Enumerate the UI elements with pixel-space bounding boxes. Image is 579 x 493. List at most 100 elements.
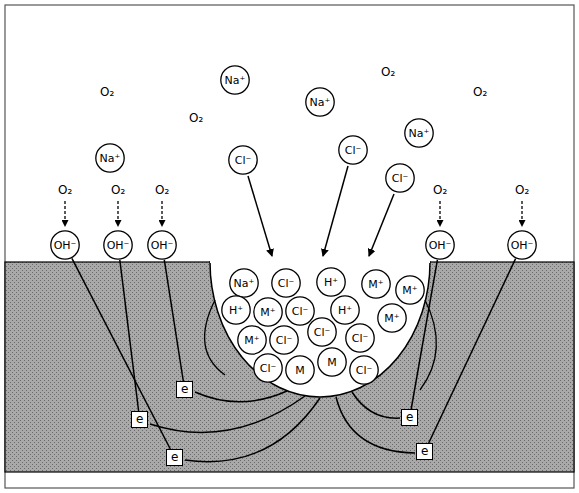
ion-symbol: Na⁺	[310, 97, 331, 108]
ion-outline	[286, 297, 314, 325]
migration-arrow	[248, 176, 272, 256]
oxygen-label: O₂	[515, 184, 529, 196]
ion-circle: H⁺	[316, 267, 346, 297]
ion-circle: M⁺	[377, 303, 407, 333]
migration-arrow	[323, 166, 348, 256]
pit-mouth	[210, 261, 430, 263]
oxygen-label: O₂	[100, 86, 114, 98]
ion-symbol: Na⁺	[225, 75, 246, 86]
ion-circle: Na⁺	[220, 65, 250, 95]
ion-outline	[331, 296, 359, 324]
ion-symbol: Cl⁻	[278, 278, 295, 289]
ion-outline	[508, 231, 536, 259]
ion-outline	[405, 119, 433, 147]
ion-symbol: M⁺	[368, 279, 383, 290]
ion-outline	[104, 231, 132, 259]
ion-symbol: Cl⁻	[260, 363, 277, 374]
ion-symbol: Cl⁻	[235, 155, 252, 166]
ion-circle: H⁺	[330, 295, 360, 325]
electron-symbol: e	[421, 444, 428, 458]
oxygen-arrow	[439, 201, 440, 226]
electron-box: e	[176, 381, 193, 398]
ion-circle: M	[317, 347, 347, 377]
ion-outline	[308, 318, 336, 346]
ion-outline	[254, 354, 282, 382]
ion-circle: Na⁺	[305, 87, 335, 117]
oxygen-label: O₂	[111, 184, 125, 196]
ion-symbol: M⁺	[384, 313, 399, 324]
ion-symbol: Cl⁻	[392, 173, 409, 184]
ion-circle: Na⁺	[404, 118, 434, 148]
electron-symbol: e	[136, 412, 143, 426]
oxygen-label: O₂	[155, 184, 169, 196]
electron-box: e	[166, 449, 183, 466]
ion-circle: H⁺	[221, 295, 251, 325]
ion-outline	[229, 146, 257, 174]
ion-outline	[51, 231, 79, 259]
ion-circle: M	[285, 355, 315, 385]
electron-path	[164, 260, 183, 381]
ion-outline	[254, 298, 282, 326]
electron-symbol: e	[181, 382, 188, 396]
ion-outline	[221, 66, 249, 94]
electron-path	[429, 259, 516, 443]
ion-symbol: M⁺	[244, 335, 259, 346]
ion-symbol: Cl⁻	[276, 335, 293, 346]
ion-symbol: M	[327, 357, 337, 368]
ion-outline	[426, 231, 454, 259]
ion-circle: Cl⁻	[269, 325, 299, 355]
ion-symbol: Na⁺	[234, 278, 255, 289]
ion-symbol: Cl⁻	[352, 333, 369, 344]
ion-outline	[386, 164, 414, 192]
ion-outline	[230, 269, 258, 297]
oxygen-label: O₂	[189, 112, 203, 124]
electron-path	[352, 392, 400, 418]
ion-outline	[362, 270, 390, 298]
electron-path	[195, 391, 287, 402]
ion-symbol: Cl⁻	[345, 145, 362, 156]
ion-outline	[378, 304, 406, 332]
ion-circle: Cl⁻	[349, 355, 379, 385]
electron-path	[120, 260, 139, 411]
figure-frame	[5, 5, 574, 488]
ion-outline	[350, 356, 378, 384]
ion-symbol: OH⁻	[429, 240, 452, 251]
electron-path	[72, 258, 170, 449]
ion-circle: Cl⁻	[307, 317, 337, 347]
ion-circle: M⁺	[395, 275, 425, 305]
ion-symbol: H⁺	[324, 277, 338, 288]
ion-symbol: M⁺	[402, 285, 417, 296]
oxygen-label: O₂	[381, 66, 395, 78]
electron-symbol: e	[406, 410, 413, 424]
ion-circle: M⁺	[253, 297, 283, 327]
ion-outline	[222, 296, 250, 324]
ion-circle: Cl⁻	[285, 296, 315, 326]
oxygen-arrow	[117, 201, 118, 226]
electron-path	[185, 398, 320, 462]
ion-symbol: OH⁻	[107, 240, 130, 251]
ion-outline	[270, 326, 298, 354]
migration-arrow	[369, 194, 394, 256]
ion-symbol: OH⁻	[151, 240, 174, 251]
ion-circle: OH⁻	[103, 230, 133, 260]
ion-outline	[306, 88, 334, 116]
ion-outline	[346, 324, 374, 352]
ion-circle: Cl⁻	[345, 323, 375, 353]
ion-outline	[396, 276, 424, 304]
ion-outline	[339, 136, 367, 164]
ion-outline	[148, 231, 176, 259]
corrosion-pit	[210, 262, 430, 397]
ion-symbol: H⁺	[229, 305, 243, 316]
ion-outline	[318, 348, 346, 376]
ion-circle: Cl⁻	[228, 145, 258, 175]
ion-outline	[317, 268, 345, 296]
electron-box: e	[401, 409, 418, 426]
electron-symbol: e	[171, 450, 178, 464]
ion-circle: OH⁻	[147, 230, 177, 260]
ion-circle: Cl⁻	[253, 353, 283, 383]
ion-outline	[272, 269, 300, 297]
ion-circle: Na⁺	[229, 268, 259, 298]
